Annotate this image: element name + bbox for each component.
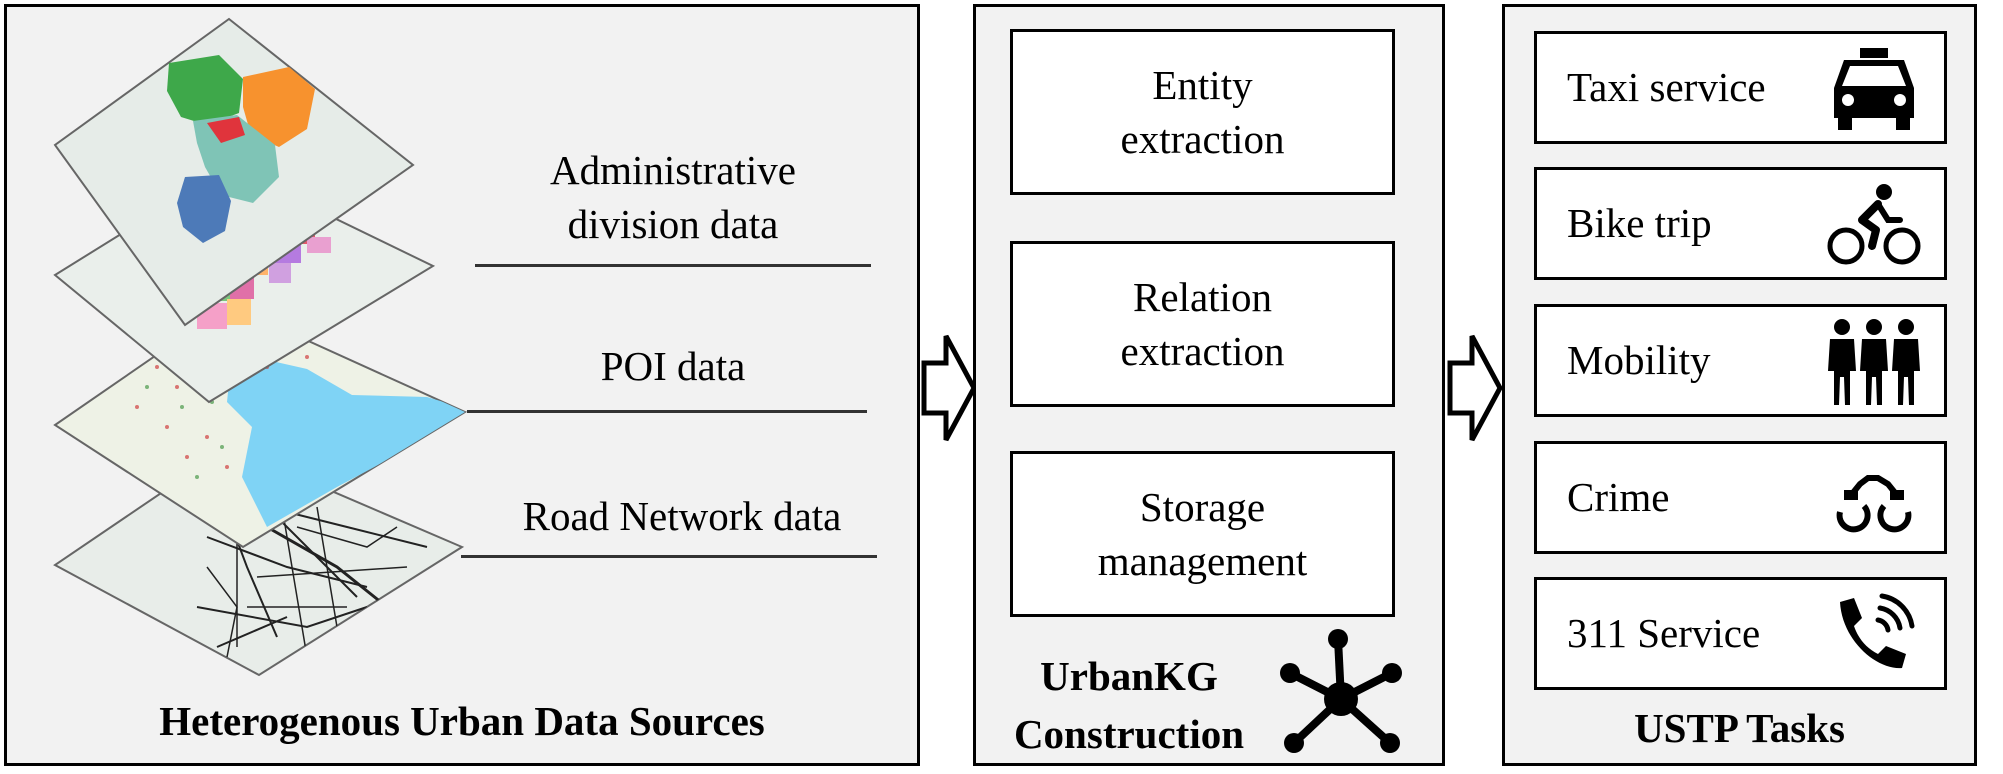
admin-leader-line [475,264,871,267]
data-sources-panel: Administrative division data POI data Ro… [4,4,920,766]
construction-caption: UrbanKG Construction [1013,653,1245,757]
data-sources-caption: Heterogenous Urban Data Sources [159,698,765,744]
admin-layer-label: Administrative division data [550,147,796,247]
task-311-service: 311 Service [1534,577,1947,690]
administrative-map-layer [53,17,415,327]
phone-call-icon [1840,593,1915,669]
task-label: 311 Service [1567,610,1761,656]
poi-leader-line [467,410,867,413]
task-label: Mobility [1567,337,1711,383]
right-arrow-icon [921,334,977,442]
task-crime: Crime [1534,441,1947,554]
task-taxi-service: Taxi service [1534,31,1947,144]
taxi-icon [1834,48,1914,130]
road-layer-label: Road Network data [522,493,842,539]
poi-layer-label: POI data [600,343,746,389]
task-label: Taxi service [1567,64,1766,110]
task-label: Crime [1567,474,1670,520]
tasks-caption: USTP Tasks [1634,705,1845,751]
right-arrow-icon [1447,334,1503,442]
road-leader-line [461,555,877,558]
task-bike-trip: Bike trip [1534,167,1947,280]
task-mobility: Mobility [1534,304,1947,417]
tasks-panel: Taxi service Bike trip Mobility [1502,4,1977,766]
road-network-map-layer [53,445,465,677]
people-icon [1828,319,1920,405]
map-layer-stack [53,17,468,677]
network-graph-icon [1280,629,1402,753]
task-label: Bike trip [1567,200,1712,246]
cyclist-icon [1827,184,1921,265]
handcuffs-icon [1836,475,1912,533]
